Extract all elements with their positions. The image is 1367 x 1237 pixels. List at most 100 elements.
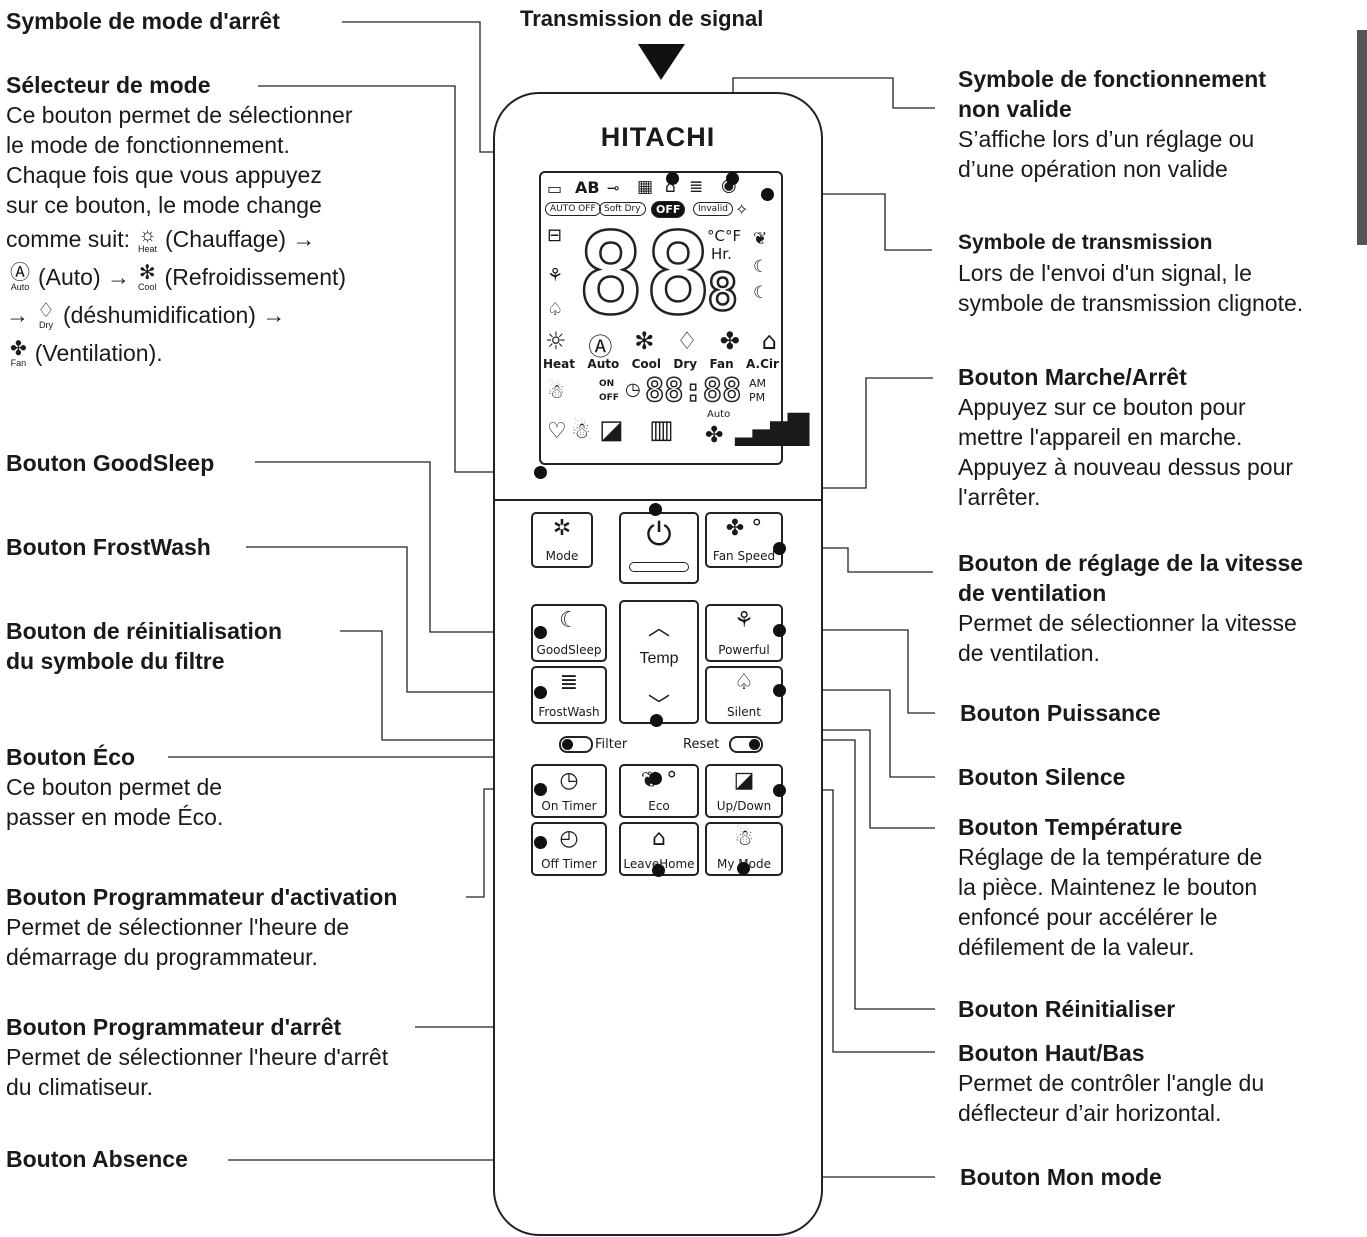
silent-icon: ♤ — [734, 670, 754, 695]
temp-units: °C°F — [707, 227, 742, 245]
leftright-louver-icon: ▥ — [649, 415, 674, 445]
mymode-dot — [737, 862, 750, 875]
off-timer-label: Bouton Programmateur d'arrêt Permet de s… — [6, 1014, 389, 1100]
power-button-label: Bouton Marche/Arrêt Appuyez sur ce bouto… — [958, 364, 1294, 510]
power-icon: ⏻ — [646, 515, 672, 553]
goodsleep-button[interactable]: ☾ GoodSleep — [531, 604, 607, 662]
leavehome-icon: ⌂ — [652, 826, 666, 851]
goodsleep-dot — [534, 626, 547, 639]
mymode-icon: ☃ — [547, 379, 565, 403]
fan-speed-dot — [773, 542, 786, 555]
power-dot — [649, 503, 662, 516]
lcd-digits: 88 — [576, 210, 713, 340]
temp-up-icon: ︿ — [647, 615, 670, 640]
lcd-auto-icon: Ⓐ — [588, 333, 613, 361]
transmission-dot — [761, 188, 774, 201]
eco-label: Bouton Éco Ce bouton permet de passer en… — [6, 744, 224, 830]
lcd-mode-fan: Fan — [709, 357, 734, 371]
temp-dot — [650, 714, 663, 727]
eco-leaf-icon: ❦ — [753, 229, 768, 249]
pm-label: PM — [749, 391, 766, 404]
battery-icon: ▭ — [547, 179, 563, 198]
remote-control: HITACHI ▭ AB ⊸ ▦ ⌂ ≣ ◉ AUTO OFF Soft Dry… — [493, 92, 823, 1236]
lcd-clock: 88:88 — [644, 371, 742, 409]
swing-icon: ⊟ — [547, 225, 563, 246]
on-timer-dot — [534, 783, 547, 796]
goodsleep-label: Bouton GoodSleep — [6, 450, 215, 476]
leave-home-label: Bouton Absence — [6, 1146, 188, 1172]
temperature-label: Bouton Température Réglage de la tempéra… — [958, 814, 1263, 960]
dry-icon: ♢Dry — [37, 299, 55, 330]
timer-on-label: ON — [599, 379, 615, 389]
updown-dot — [773, 784, 786, 797]
powerful-icon: ⚘ — [734, 608, 754, 633]
reset-toggle[interactable] — [729, 736, 763, 753]
on-timer-label: Bouton Programmateur d'activation Permet… — [6, 884, 398, 970]
lcd-mode-heat: Heat — [543, 357, 576, 371]
powerful-label: Bouton Puissance — [960, 700, 1161, 726]
reset-label-remote: Reset — [683, 737, 720, 752]
frostwash-button[interactable]: ≣ FrostWash — [531, 666, 607, 724]
filter-label: Filter — [595, 737, 628, 752]
key-icon: ⊸ — [607, 179, 620, 197]
snowman-icon: ☃ — [571, 419, 591, 444]
hr-label: Hr. — [711, 245, 732, 263]
mode-icon: ✲ — [552, 516, 572, 541]
reset-label: Bouton Réinitialiser — [958, 996, 1176, 1022]
off-symbol-dot — [666, 172, 679, 185]
soft-dry-pill: Soft Dry — [599, 202, 646, 216]
powerful-icon: ⚘ — [547, 265, 564, 286]
power-button[interactable]: ⏻ — [619, 512, 699, 584]
fan-speed-button[interactable]: ✤ ° Fan Speed — [705, 512, 783, 568]
updown-label: Bouton Haut/Bas Permet de contrôler l'an… — [958, 1040, 1265, 1126]
heat-icon: ☼Heat — [137, 223, 157, 254]
power-indicator — [629, 562, 689, 572]
brand-logo: HITACHI — [600, 122, 716, 152]
powerful-dot — [773, 624, 786, 637]
silent-button[interactable]: ♤ Silent — [705, 666, 783, 724]
mode-button[interactable]: ✲ Mode — [531, 512, 593, 568]
leavehome-icon: ⌂ — [665, 177, 676, 197]
lcd-mode-labels: Heat Auto Cool Dry Fan A.Cir — [543, 357, 779, 371]
silent-dot — [773, 684, 786, 697]
signal-transmission-label: Transmission de signal — [520, 6, 764, 31]
silent-icon: ♤ — [547, 299, 564, 320]
lcd-mode-dry: Dry — [673, 357, 698, 371]
off-timer-dot — [534, 836, 547, 849]
timer-off-label: OFF — [599, 393, 619, 403]
eco-dot — [649, 772, 662, 785]
lcd-small-digit: 8 — [706, 263, 740, 323]
lcd-heat-icon: ☼ — [545, 327, 567, 355]
frostwash-dot — [534, 686, 547, 699]
auto-fan-label: Auto — [707, 409, 731, 420]
goodsleep-moon-icon: ☾ — [559, 608, 579, 633]
mode-selector-label: Sélecteur de mode Ce bouton permet de sé… — [6, 72, 353, 368]
temp-button[interactable]: ︿ Temp ﹀ — [619, 600, 699, 724]
off-timer-icon: ◴ — [559, 826, 579, 851]
invalid-symbol-dot — [726, 172, 739, 185]
fan-speed-icon: ✤ — [705, 423, 724, 448]
lcd-fan-icon: ✤ — [719, 327, 740, 355]
updown-louver-icon: ◪ — [733, 768, 755, 793]
off-timer-button[interactable]: ◴ Off Timer — [531, 822, 607, 876]
temp-down-icon: ﹀ — [647, 693, 670, 718]
calendar-icon: ▦ — [637, 177, 654, 197]
goodsleep-icon: ☾ — [753, 283, 769, 303]
lcd-mode-cool: Cool — [631, 357, 662, 371]
lcd-dry-icon: ♢ — [676, 327, 698, 355]
stop-mode-symbol-label: Symbole de mode d'arrêt — [6, 8, 280, 34]
updown-button[interactable]: ◪ Up/Down — [705, 764, 783, 818]
leavehome-button[interactable]: ⌂ LeaveHome — [619, 822, 699, 876]
lcd-mode-acir: A.Cir — [746, 357, 779, 371]
lcd-ab: AB — [575, 178, 600, 197]
filter-toggle[interactable] — [559, 736, 593, 753]
fan-level-bars-icon: ▂▄▆█ — [735, 413, 809, 446]
lcd-cool-icon: ✻ — [634, 327, 655, 355]
cool-icon: ✻Cool — [138, 261, 157, 292]
invalid-pill: Invalid — [693, 202, 733, 216]
fan-icon: ✤ ° — [725, 516, 763, 541]
powerful-button[interactable]: ⚘ Powerful — [705, 604, 783, 662]
